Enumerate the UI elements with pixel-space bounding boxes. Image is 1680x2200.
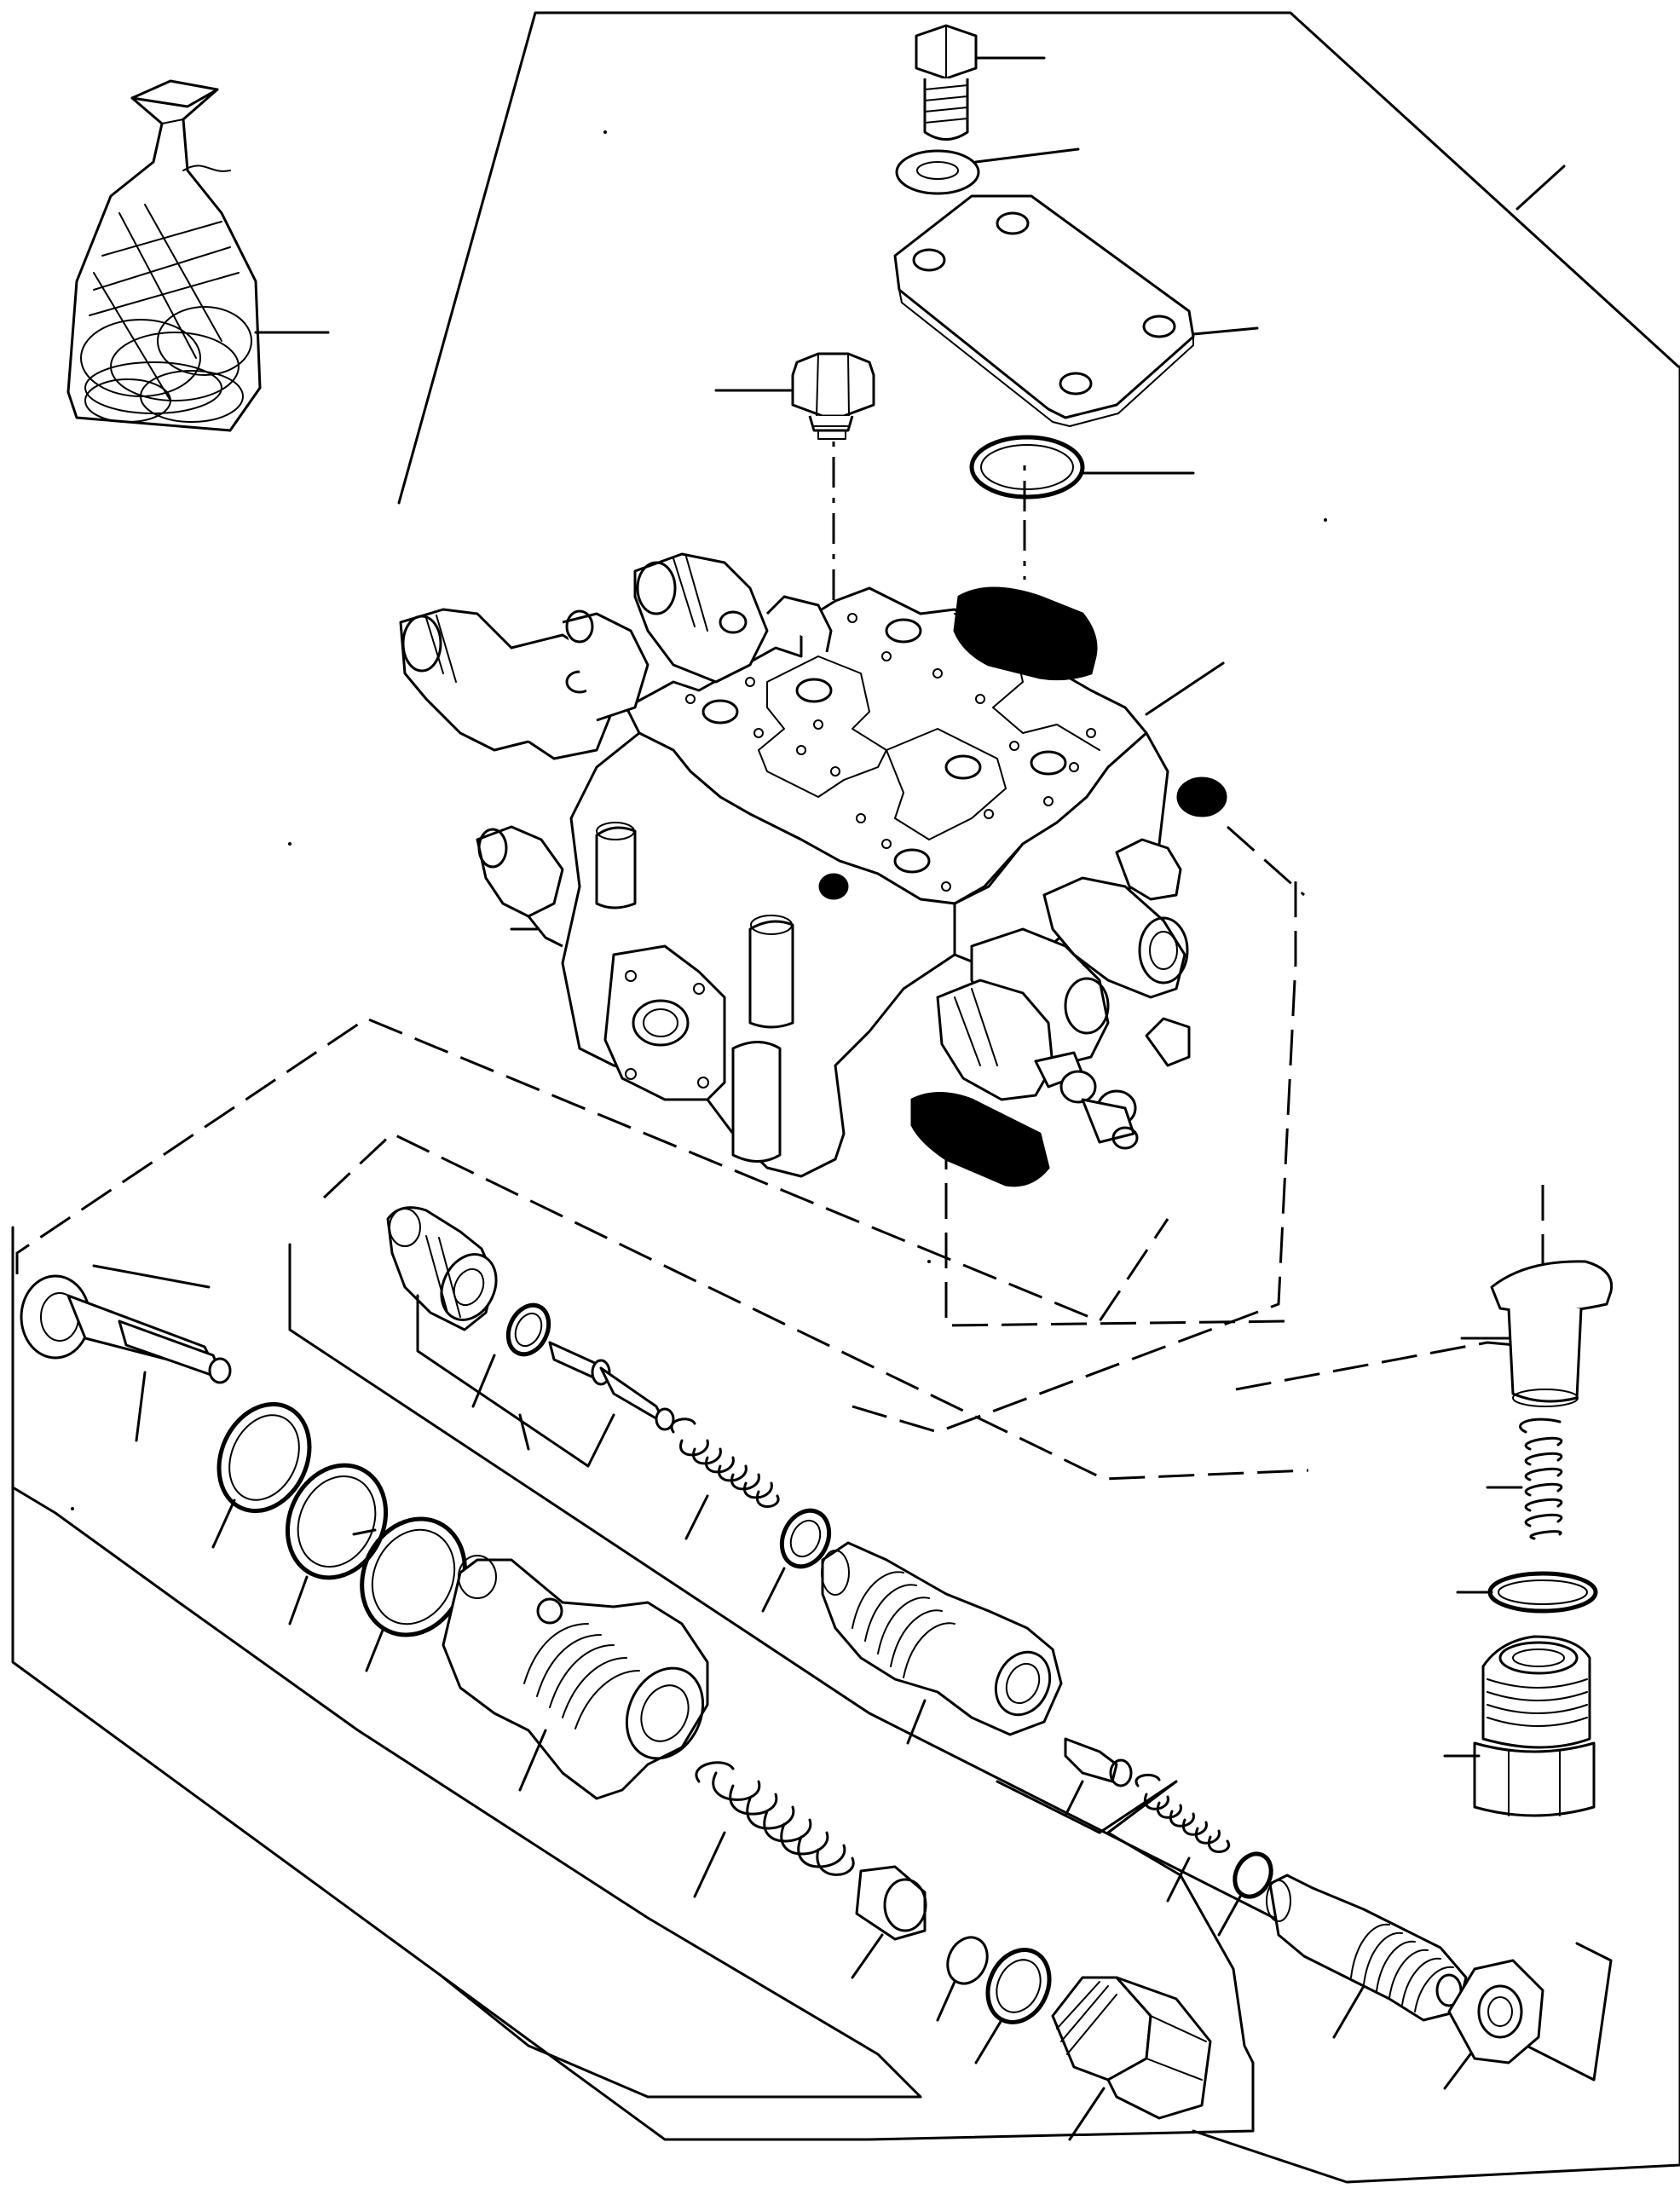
cover-o-ring bbox=[969, 435, 1195, 499]
seal-kit-bag bbox=[66, 79, 330, 432]
leader-lines bbox=[352, 165, 1566, 1536]
check-valve-parts bbox=[1443, 1260, 1614, 1817]
solenoid-cartridges bbox=[399, 552, 833, 948]
main-relief-valve-parts bbox=[20, 1264, 1212, 2141]
plug-screw bbox=[714, 352, 875, 440]
lower-relief-valve-outline bbox=[11, 1243, 1613, 2099]
control-valve-body bbox=[561, 586, 1227, 1187]
upper-relief-valve-outline bbox=[11, 1226, 1255, 2141]
scan-specks bbox=[71, 130, 1327, 1510]
valve-assembly-outline bbox=[397, 11, 1680, 2184]
hex-bolt bbox=[915, 24, 1046, 141]
cover-plate bbox=[893, 194, 1259, 427]
lock-washer bbox=[895, 147, 1080, 195]
port-relief-valve-parts bbox=[386, 1206, 1544, 2090]
side-pressure-valves bbox=[936, 838, 1191, 1150]
